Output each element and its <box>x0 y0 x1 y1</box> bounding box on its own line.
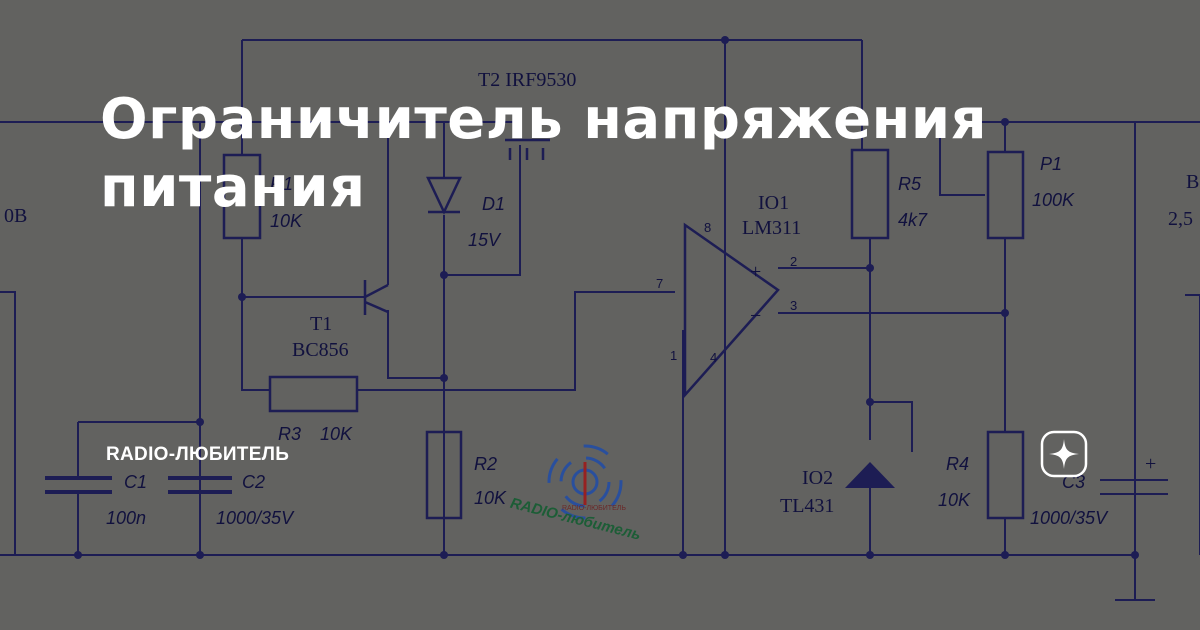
page-title: Ограничитель напряжения питания <box>100 87 988 220</box>
junction <box>1001 551 1009 559</box>
r5-value: 4k7 <box>898 210 928 230</box>
c2-value: 1000/35V <box>216 508 295 528</box>
junction <box>721 551 729 559</box>
top-rail <box>241 39 863 555</box>
pin-2-label: 2 <box>790 254 797 269</box>
r3-name: R3 <box>278 424 301 444</box>
comparator-out-wire <box>357 291 675 391</box>
junction <box>866 264 874 272</box>
r2-value: 10K <box>474 488 507 508</box>
junction <box>238 293 246 301</box>
wires <box>0 39 1200 601</box>
edge-label-right: B <box>1186 171 1199 193</box>
c3-plates <box>1100 479 1168 555</box>
zener-d1 <box>426 176 462 215</box>
r4-value: 10K <box>938 490 971 510</box>
r4-body <box>986 430 1025 520</box>
edge-wires <box>0 291 1200 555</box>
t1-collector-wire <box>387 310 444 379</box>
t1-symbol <box>363 280 389 315</box>
c3-plus-sign: + <box>1145 453 1156 475</box>
logo-wave-icon <box>559 456 611 508</box>
sparkle-icon[interactable] <box>1040 430 1088 478</box>
output-rail <box>939 121 1200 196</box>
c1-name: C1 <box>124 472 147 492</box>
pin-7-label: 7 <box>656 276 663 291</box>
c1-value: 100n <box>106 508 146 528</box>
pin-8-label: 8 <box>704 220 711 235</box>
d1-name: D1 <box>482 194 505 214</box>
r5-body <box>850 148 890 240</box>
comparator-body <box>683 222 780 399</box>
junction <box>1131 551 1139 559</box>
tl431-symbol <box>845 462 895 488</box>
minus-input-sign: − <box>750 305 761 327</box>
t1-base-wire <box>241 238 365 391</box>
r5-name: R5 <box>898 174 922 194</box>
junction <box>679 551 687 559</box>
junction <box>440 551 448 559</box>
junctions <box>74 36 1139 559</box>
edge-label-left: 0B <box>4 205 27 227</box>
logo-wave-icon <box>547 444 623 520</box>
d1-value: 15V <box>468 230 502 250</box>
r1-name: R1 <box>270 174 293 194</box>
logo-small-text: RADIO-ЛЮБИТЕЛЬ <box>562 505 626 512</box>
comparator-pins <box>682 218 726 555</box>
cap-wires <box>77 421 201 555</box>
io2-name: IO2 <box>802 467 833 489</box>
r3-body <box>268 375 359 413</box>
io2-type: TL431 <box>780 495 834 517</box>
junction <box>440 374 448 382</box>
junction <box>196 551 204 559</box>
c2-name: C2 <box>242 472 265 492</box>
pin-1-label: 1 <box>670 348 677 363</box>
t1-name: T1 <box>310 313 332 335</box>
p1-body <box>986 150 1025 240</box>
junction <box>1001 309 1009 317</box>
p1-name: P1 <box>1040 154 1062 174</box>
junction <box>440 271 448 279</box>
comparator-inputs <box>778 267 1005 314</box>
r5-io2-wire <box>869 238 913 555</box>
junction <box>721 36 729 44</box>
r2-name: R2 <box>474 454 497 474</box>
source-channel[interactable]: RADIO-ЛЮБИТЕЛЬ <box>106 444 290 465</box>
logo-text: RADIO-любитель <box>509 495 643 544</box>
logo <box>547 444 623 520</box>
junction <box>866 398 874 406</box>
junction <box>1001 118 1009 126</box>
junction <box>866 551 874 559</box>
junction <box>196 418 204 426</box>
pin-4-label: 4 <box>710 350 717 365</box>
c3-value: 1000/35V <box>1030 508 1109 528</box>
p1-value: 100K <box>1032 190 1075 210</box>
r4-name: R4 <box>946 454 969 474</box>
t2-label: T2 IRF9530 <box>478 69 576 91</box>
r1-value: 10K <box>270 211 303 231</box>
t1-type: BC856 <box>292 339 349 361</box>
r1-body <box>222 153 262 240</box>
edge-label-right-value: 2,5 <box>1168 208 1193 230</box>
r3-value: 10K <box>320 424 353 444</box>
io1-name: IO1 <box>758 192 789 214</box>
input-rail <box>0 121 242 555</box>
plus-input-sign: + <box>750 261 761 283</box>
c1-c2-plates <box>45 476 232 494</box>
r2-body <box>425 430 463 520</box>
io1-type: LM311 <box>742 217 801 239</box>
resistors <box>222 138 1025 520</box>
t2-symbol <box>505 138 550 160</box>
mosfet-drain-wire <box>388 121 521 276</box>
junction <box>74 551 82 559</box>
junction <box>238 118 246 126</box>
pin-3-label: 3 <box>790 298 797 313</box>
